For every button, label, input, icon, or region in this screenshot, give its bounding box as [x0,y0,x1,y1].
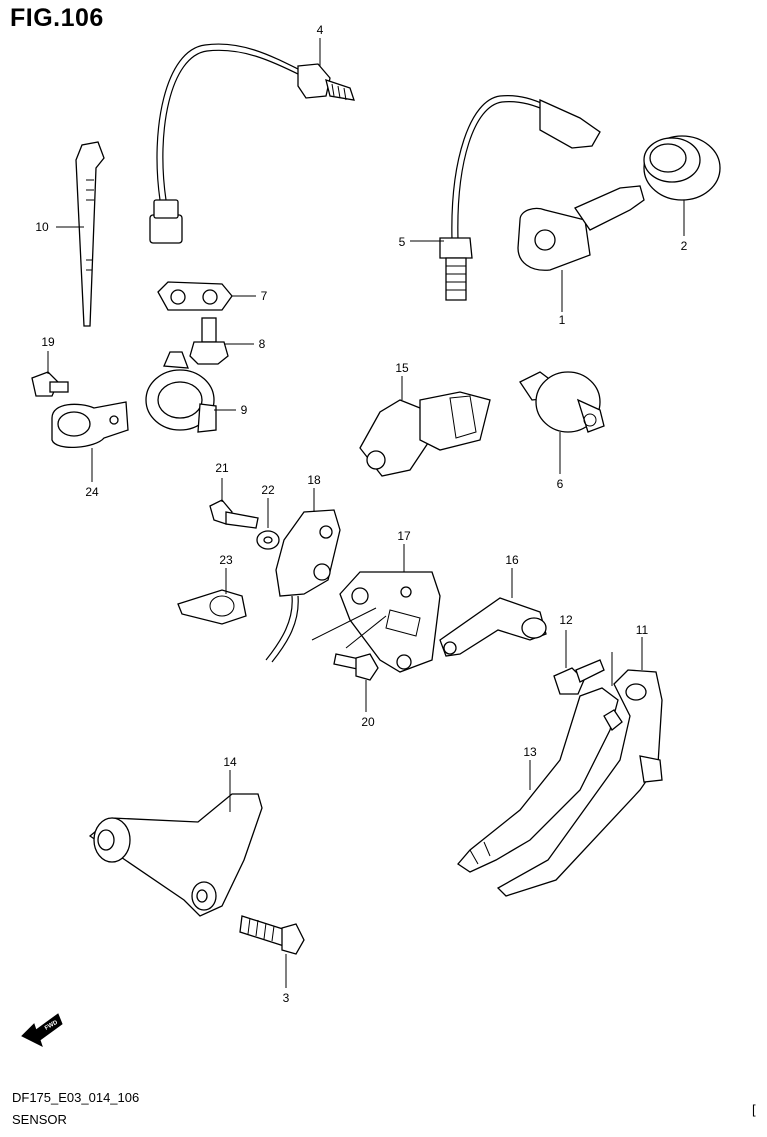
callout-labels: 4 10 5 1 2 7 8 9 19 24 15 6 21 22 18 23 … [35,23,687,1005]
part-7-plate [157,281,233,311]
part-2-grommet [643,135,721,201]
callout-7: 7 [261,289,268,303]
part-14-bracket [88,793,263,917]
part-15-position-sensor [359,391,491,477]
callout-3: 3 [283,991,290,1005]
part-20-bolt [333,653,379,681]
callout-8: 8 [259,337,266,351]
callout-23: 23 [219,553,233,567]
part-4-temp-sensor [149,43,355,244]
part-1-sender [517,185,645,271]
callout-4: 4 [317,23,324,37]
callout-1: 1 [559,313,566,327]
callout-19: 19 [41,335,55,349]
callout-9: 9 [241,403,248,417]
figure-code: DF175_E03_014_106 [12,1090,140,1105]
part-6-knock-sensor [519,371,605,433]
callout-12: 12 [559,613,573,627]
part-9-clamp [145,351,217,433]
part-19-bolt [31,371,69,397]
callout-22: 22 [261,483,275,497]
part-17-bracket [339,571,441,673]
callout-14: 14 [223,755,237,769]
fwd-arrow-icon: FWD [21,1013,63,1047]
part-8-bolt [189,317,229,365]
part-5-sensor [439,95,601,301]
part-11-bracket [496,669,663,897]
part-10-cable-tie [75,141,105,327]
part-3-bolt [239,915,305,955]
callout-11: 11 [636,623,649,637]
callout-6: 6 [557,477,564,491]
callout-16: 16 [505,553,519,567]
part-23-clip [177,589,247,625]
callout-24: 24 [85,485,99,499]
part-21-bolt [209,499,259,529]
callout-2: 2 [681,239,688,253]
callout-13: 13 [523,745,537,759]
callout-18: 18 [307,473,321,487]
part-18-sensor [265,509,341,663]
corner-mark: [ [752,1102,756,1117]
part-12-bolt [553,659,605,695]
callout-15: 15 [395,361,409,375]
leader-lines [47,38,685,988]
callout-5: 5 [399,235,406,249]
part-24-clamp [51,401,129,449]
callout-21: 21 [215,461,229,475]
callout-17: 17 [397,529,411,543]
callout-20: 20 [361,715,375,729]
callout-10: 10 [35,220,49,234]
part-22-washer [256,530,280,550]
figure-name: SENSOR [12,1112,67,1127]
part-13-lever [457,687,623,873]
figure-title: FIG.106 [10,4,104,32]
part-16-link [439,597,547,657]
